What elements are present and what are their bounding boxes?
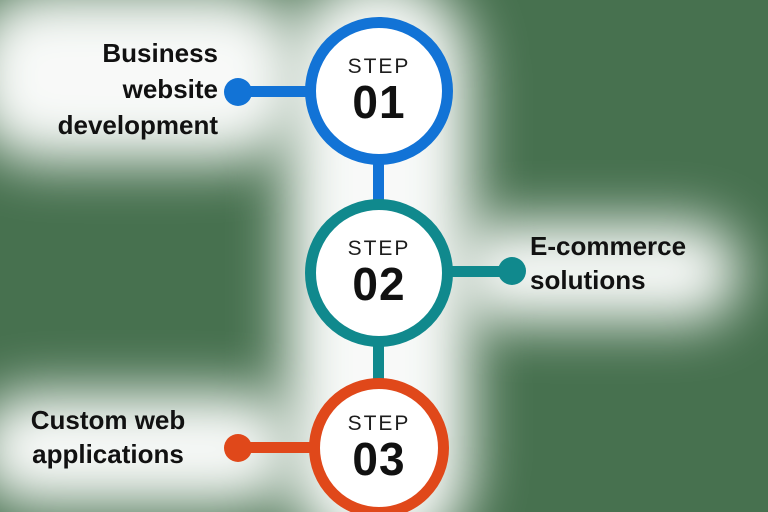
step1-label-line2: website	[122, 74, 218, 104]
step2-circle: STEP 02	[305, 199, 453, 347]
step1-label-line1: Business	[102, 38, 218, 68]
step3-word: STEP	[347, 412, 411, 436]
connector-step1-to-step2	[373, 155, 384, 207]
step1-circle: STEP 01	[305, 17, 453, 165]
step3-label: Custom web applications	[2, 403, 214, 471]
step3-label-line2: applications	[32, 439, 184, 469]
step2-word: STEP	[347, 237, 411, 261]
step2-label-line2: solutions	[530, 265, 646, 295]
step3-number: 03	[352, 433, 406, 486]
step2-number: 02	[352, 258, 406, 311]
label3-dot	[224, 434, 252, 462]
step2-label-line1: E-commerce	[530, 231, 687, 261]
step1-label: Business website development	[0, 35, 218, 143]
step1-word: STEP	[347, 55, 411, 79]
label2-dot	[498, 257, 526, 285]
connector-label2-line	[448, 266, 512, 277]
connector-label3-line	[236, 442, 312, 453]
connector-step2-to-step3	[373, 338, 384, 386]
step3-label-line1: Custom web	[30, 405, 186, 435]
glow-behind-label-1	[0, 0, 300, 162]
step1-label-line3: development	[57, 110, 218, 140]
connector-label1-line	[236, 86, 312, 97]
label1-dot	[224, 78, 252, 106]
step1-number: 01	[352, 76, 406, 129]
step2-label: E-commerce solutions	[530, 229, 760, 297]
step3-circle: STEP 03	[309, 378, 449, 512]
